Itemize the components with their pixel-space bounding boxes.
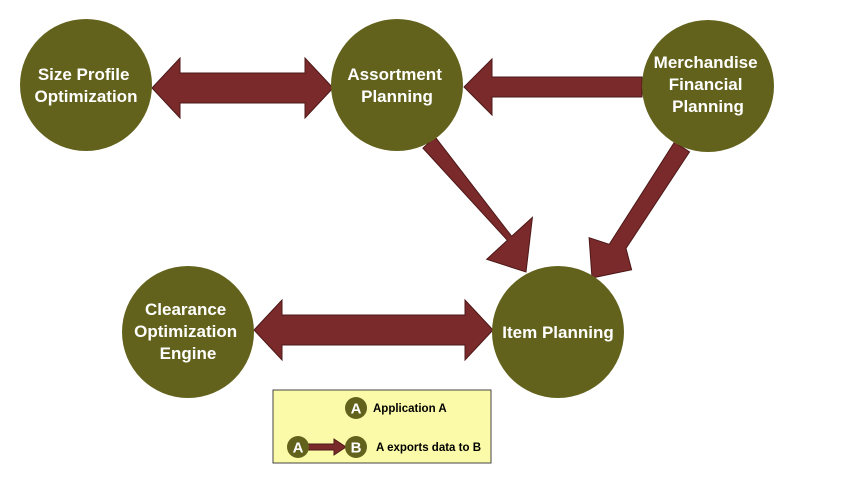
node-label-line: Clearance bbox=[145, 300, 226, 319]
legend-application-label: Application A bbox=[373, 403, 447, 415]
arrow-merchandise-to-assortment bbox=[463, 57, 643, 117]
svg-text:Merchandise Financial: Merchandise Financial Planning bbox=[654, 53, 763, 116]
node-label-line: Size Profile bbox=[38, 65, 130, 84]
node-size-profile-optimization: Size Profile Optimization bbox=[20, 19, 152, 151]
node-label-line: Assortment bbox=[347, 65, 442, 84]
legend-export-from-letter: A bbox=[293, 440, 304, 457]
node-item-planning: Item Planning bbox=[492, 266, 624, 398]
legend-box bbox=[272, 389, 492, 464]
node-label-line: Planning bbox=[361, 87, 433, 106]
node-merchandise-financial-planning: Merchandise Financial Planning bbox=[642, 20, 774, 152]
svg-text:Clearance Optimization: Clearance Optimization Engine bbox=[134, 300, 242, 363]
legend-export-arrow bbox=[305, 438, 347, 456]
arrow-merchandise-to-item-planning bbox=[588, 141, 691, 279]
node-label-line: Financial bbox=[669, 75, 743, 94]
arrow-assortment-to-item-planning bbox=[422, 136, 534, 273]
legend: A Application A A B A exports data to B bbox=[272, 389, 492, 464]
svg-text:Item Planning: Item Planning bbox=[502, 323, 613, 342]
legend-application-letter: A bbox=[351, 401, 362, 418]
arrows-layer bbox=[151, 56, 691, 362]
node-label-line: Optimization bbox=[35, 87, 138, 106]
legend-export-symbol: A B bbox=[287, 436, 367, 458]
svg-text:Assortment Planning: Assortment Planning bbox=[347, 65, 446, 106]
node-clearance-optimization-engine: Clearance Optimization Engine bbox=[122, 266, 254, 398]
arrow-size-profile-assortment bbox=[151, 56, 334, 120]
node-label-line: Optimization bbox=[134, 322, 237, 341]
legend-export-label: A exports data to B bbox=[376, 442, 481, 454]
svg-text:Size Profile Optimizatio: Size Profile Optimization bbox=[35, 65, 138, 106]
node-label-line: Planning bbox=[672, 97, 744, 116]
node-label-line: Item Planning bbox=[502, 323, 613, 342]
node-label-line: Engine bbox=[160, 344, 217, 363]
legend-application-symbol: A bbox=[345, 397, 367, 419]
node-assortment-planning: Assortment Planning bbox=[331, 19, 463, 151]
node-label-line: Merchandise bbox=[654, 53, 758, 72]
legend-export-to-letter: B bbox=[351, 440, 362, 457]
arrow-clearance-item-planning bbox=[253, 298, 494, 362]
